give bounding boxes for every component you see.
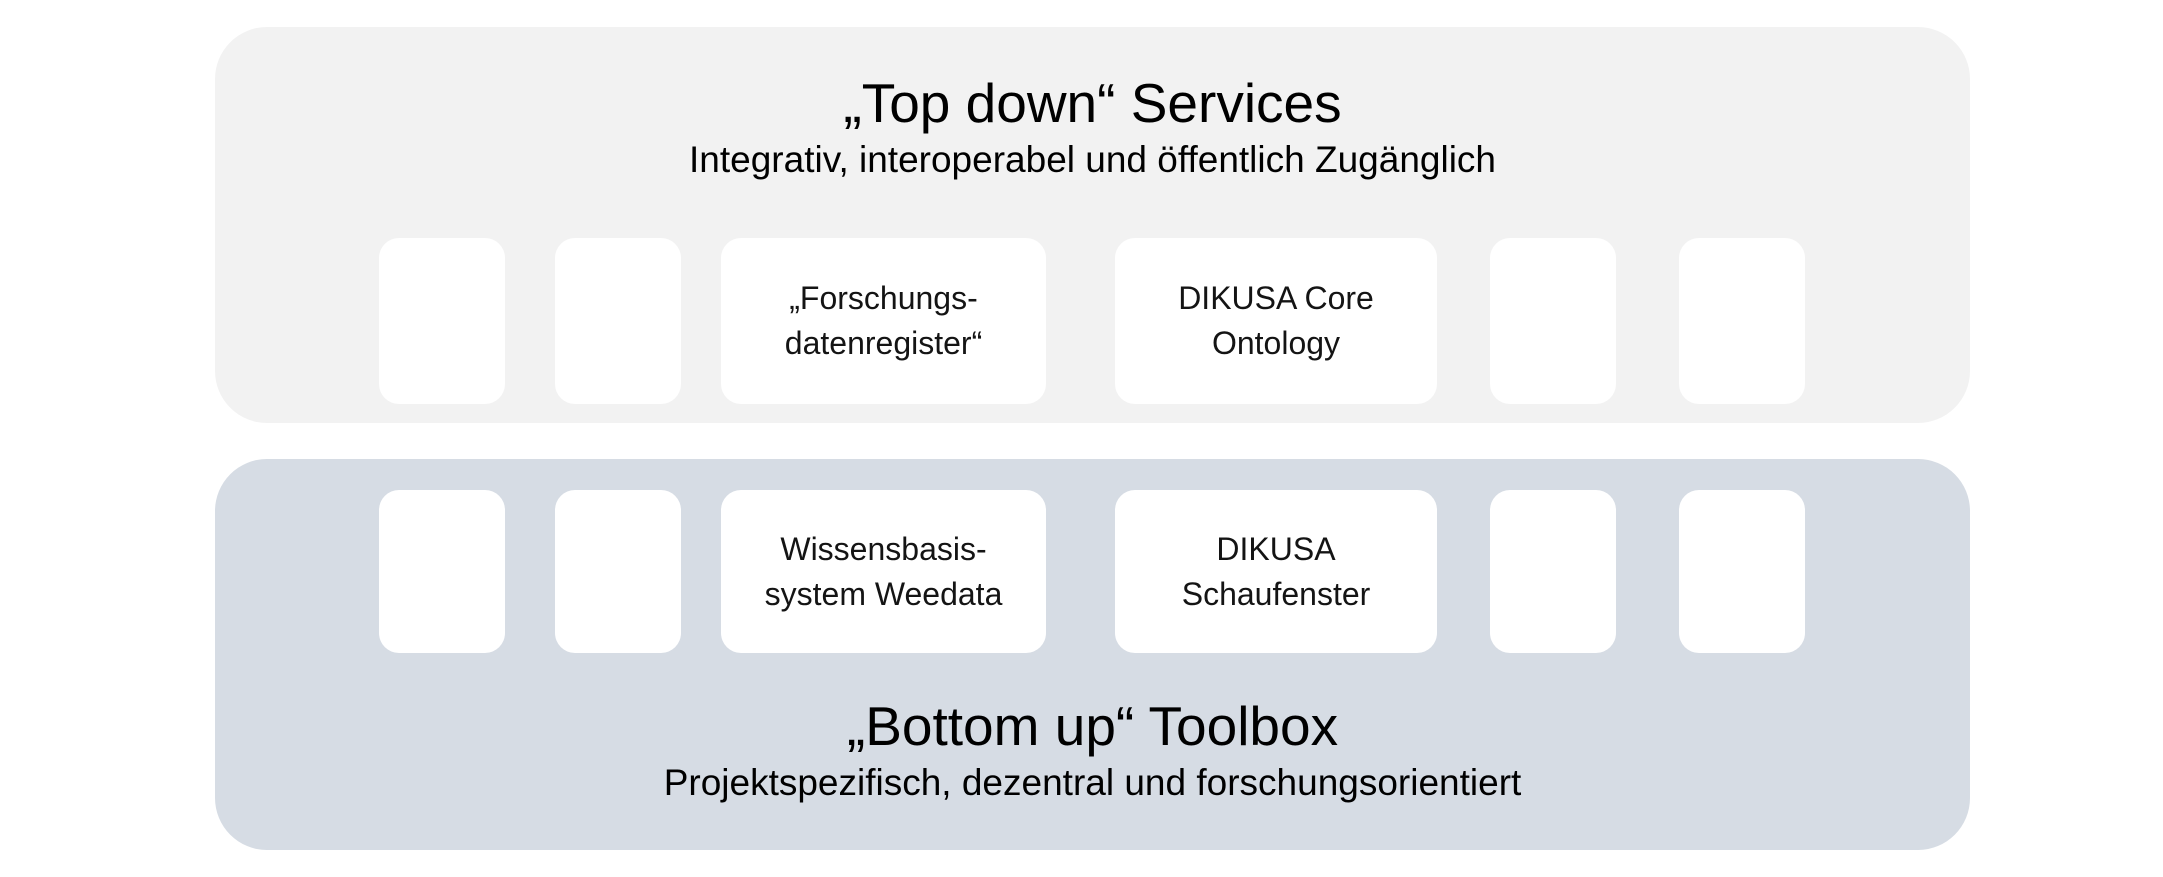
empty-toolbox-box-2 (555, 490, 681, 653)
box-label: datenregister“ (784, 325, 983, 361)
empty-toolbox-box-1 (379, 490, 505, 653)
service-box-forschungsdatenregister: „Forschungs- datenregister“ (721, 238, 1046, 404)
toolbox-box-dikusa-schaufenster: DIKUSA Schaufenster (1115, 490, 1437, 653)
box-label: DIKUSA Core (1178, 280, 1374, 316)
bottom-panel-title: „Bottom up“ Toolbox (846, 695, 1339, 757)
top-down-services-panel: „Top down“ Services Integrativ, interope… (215, 27, 1970, 423)
box-label: DIKUSA (1216, 530, 1336, 567)
box-label: system Weedata (764, 575, 1003, 612)
empty-service-box-2 (555, 238, 681, 404)
empty-toolbox-box-4 (1679, 490, 1805, 653)
empty-service-box-3 (1490, 238, 1616, 404)
empty-service-box-1 (379, 238, 505, 404)
bottom-panel-subtitle: Projektspezifisch, dezentral und forschu… (663, 762, 1522, 803)
top-panel-subtitle: Integrativ, interoperabel und öffentlich… (689, 139, 1496, 180)
empty-toolbox-box-3 (1490, 490, 1616, 653)
service-box-dikusa-core-ontology: DIKUSA Core Ontology (1115, 238, 1437, 404)
bottom-up-toolbox-panel: Wissensbasis- system Weedata DIKUSA Scha… (215, 459, 1970, 850)
toolbox-box-wissensbasissystem-weedata: Wissensbasis- system Weedata (721, 490, 1046, 653)
box-label: Ontology (1211, 325, 1341, 361)
box-label: Schaufenster (1181, 575, 1371, 612)
empty-service-box-4 (1679, 238, 1805, 404)
top-panel-title: „Top down“ Services (843, 72, 1342, 134)
box-label: „Forschungs- (789, 280, 978, 316)
box-label: Wissensbasis- (780, 530, 987, 567)
